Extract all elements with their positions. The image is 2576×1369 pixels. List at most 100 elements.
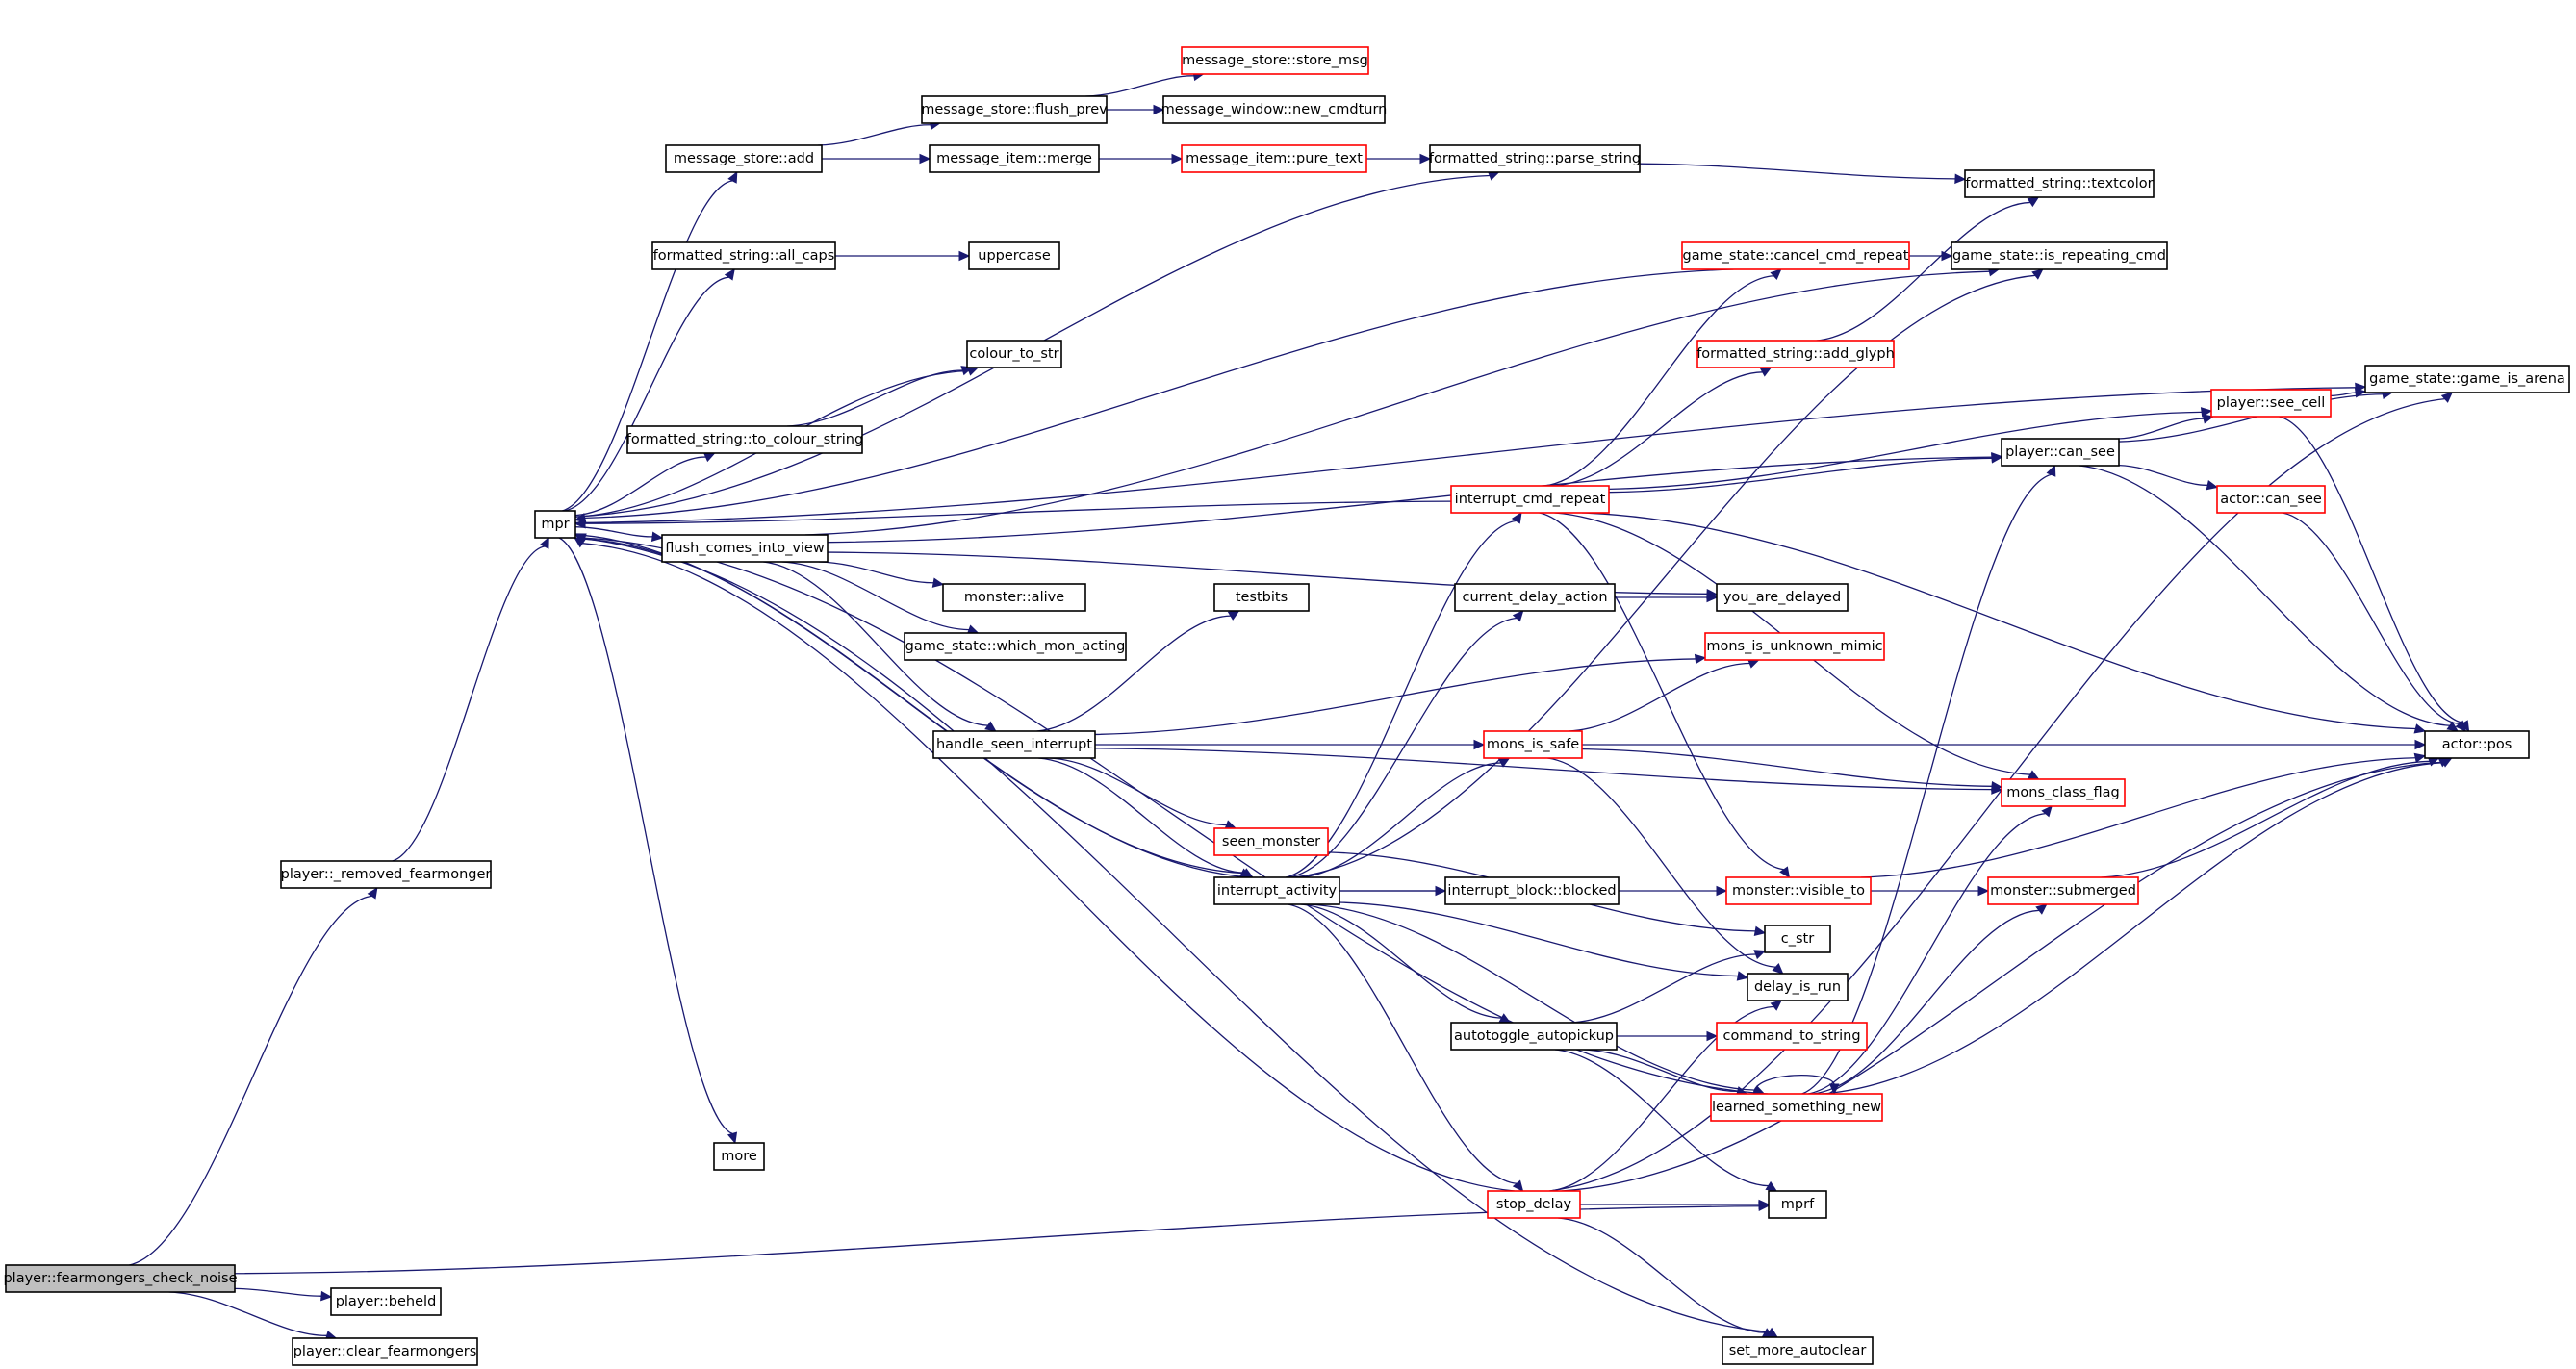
node-box <box>280 860 492 889</box>
edge-interrupt-activity-to-game-state-is-repeating-cmd <box>1293 268 2044 878</box>
arrowhead-icon <box>1779 866 1791 879</box>
node-formatted-string-add-glyph[interactable]: formatted_string::add_glyph <box>1696 340 1895 368</box>
edge-flush-comes-into-view-to-game-state-is-repeating-cmd <box>804 266 2001 536</box>
node-command-to-string[interactable]: command_to_string <box>1716 1022 1868 1051</box>
edge-autotoggle-autopickup-to-c-str <box>1569 950 1767 1024</box>
arrowhead-icon <box>1765 1180 1778 1192</box>
node-player-can-see[interactable]: player::can_see <box>2001 438 2120 467</box>
node-current-delay-action[interactable]: current_delay_action <box>1454 583 1616 612</box>
edge-line <box>818 561 934 584</box>
node-fearmongers-check-noise[interactable]: player::fearmongers_check_noise <box>3 1264 238 1293</box>
node-c-str[interactable]: c_str <box>1764 925 1831 953</box>
node-message-item-pure-text[interactable]: message_item::pure_text <box>1181 144 1367 173</box>
edge-formatted-string-to-colour-string-to-colour-to-str <box>787 366 974 427</box>
node-message-store-store-msg[interactable]: message_store::store_msg <box>1181 46 1369 75</box>
edge-interrupt-activity-to-autotoggle-autopickup <box>1300 903 1512 1024</box>
edge-player-see-cell-to-actor-pos <box>2279 416 2470 733</box>
node-game-state-game-is-arena[interactable]: game_state::game_is_arena <box>2364 365 2570 393</box>
node-colour-to-str[interactable]: colour_to_str <box>966 340 1062 368</box>
node-flush-comes-into-view[interactable]: flush_comes_into_view <box>661 534 829 563</box>
node-label: mons_class_flag <box>2006 785 2119 800</box>
node-box <box>1181 144 1367 173</box>
node-more[interactable]: more <box>713 1142 765 1171</box>
node-actor-pos[interactable]: actor::pos <box>2424 730 2530 759</box>
node-monster-visible-to[interactable]: monster::visible_to <box>1725 876 1872 905</box>
edge-mons-is-safe-to-mons-is-unknown-mimic <box>1569 658 1760 732</box>
arrowhead-icon <box>2413 752 2427 764</box>
arrowhead-icon <box>650 531 664 542</box>
node-learned-something-new[interactable]: learned_something_new <box>1710 1093 1883 1122</box>
edge-learned-something-new-to-mpr <box>574 533 1769 1095</box>
node-label: autotoggle_autopickup <box>1454 1028 1614 1044</box>
node-label: mons_is_unknown_mimic <box>1706 639 1882 654</box>
node-mons-is-safe[interactable]: mons_is_safe <box>1483 730 1583 759</box>
node-label: more <box>721 1149 757 1164</box>
edge-interrupt-activity-to-current-delay-action <box>1288 610 1524 878</box>
node-delay-is-run[interactable]: delay_is_run <box>1747 973 1849 1001</box>
node-interrupt-block-blocked[interactable]: interrupt_block::blocked <box>1444 876 1620 905</box>
node-player-see-cell[interactable]: player::see_cell <box>2210 389 2332 418</box>
node-uppercase[interactable]: uppercase <box>968 241 1060 270</box>
node-set-more-autoclear[interactable]: set_more_autoclear <box>1722 1336 1874 1365</box>
edge-interrupt-cmd-repeat-to-monster-visible-to <box>1539 512 1791 879</box>
node-message-store-add[interactable]: message_store::add <box>665 144 823 173</box>
node-seen-monster[interactable]: seen_monster <box>1213 827 1329 856</box>
node-message-item-merge[interactable]: message_item::merge <box>929 144 1100 173</box>
edge-mons-is-safe-to-actor-pos <box>1582 739 2427 750</box>
edge-player-can-see-to-actor-can-see <box>2118 464 2219 491</box>
node-box <box>1722 1336 1874 1365</box>
node-mpr[interactable]: mpr <box>534 510 576 539</box>
edge-autotoggle-autopickup-to-command-to-string <box>1617 1030 1719 1042</box>
node-formatted-string-to-colour-string[interactable]: formatted_string::to_colour_string <box>626 425 863 454</box>
node-formatted-string-parse-string[interactable]: formatted_string::parse_string <box>1429 144 1641 173</box>
node-box <box>921 95 1108 124</box>
edge-line <box>1539 512 1784 871</box>
arrowhead-icon <box>2027 770 2040 780</box>
arrowhead-icon <box>1758 1199 1771 1210</box>
node-testbits[interactable]: testbits <box>1213 583 1310 612</box>
node-message-store-flush-prev[interactable]: message_store::flush_prev <box>921 95 1108 124</box>
arrowhead-icon <box>539 536 549 549</box>
node-interrupt-activity[interactable]: interrupt_activity <box>1213 876 1340 905</box>
node-box <box>1710 1093 1883 1122</box>
node-label: actor::can_see <box>2220 492 2322 507</box>
node-autotoggle-autopickup[interactable]: autotoggle_autopickup <box>1450 1022 1618 1051</box>
node-box <box>1681 241 1910 270</box>
node-stop-delay[interactable]: stop_delay <box>1487 1190 1581 1219</box>
node-message-window-new-cmdturn[interactable]: message_window::new_cmdturn <box>1161 95 1388 124</box>
node-box <box>1764 925 1831 953</box>
node-beheld[interactable]: player::beheld <box>330 1287 442 1316</box>
edge-line <box>582 543 1515 1192</box>
node-box <box>1162 95 1386 124</box>
node-interrupt-cmd-repeat[interactable]: interrupt_cmd_repeat <box>1450 485 1610 514</box>
node-game-state-cancel-cmd-repeat[interactable]: game_state::cancel_cmd_repeat <box>1681 241 1910 270</box>
edge-monster-visible-to-to-monster-submerged <box>1871 885 1990 897</box>
arrowhead-icon <box>2035 903 2048 915</box>
node-mons-class-flag[interactable]: mons_class_flag <box>2001 778 2126 807</box>
node-box <box>1716 583 1849 612</box>
node-monster-submerged[interactable]: monster::submerged <box>1987 876 2139 905</box>
node-you-are-delayed[interactable]: you_are_delayed <box>1716 583 1849 612</box>
arrowhead-icon <box>702 452 716 463</box>
edge-flush-comes-into-view-to-player-can-see <box>827 451 2003 544</box>
node-formatted-string-all-caps[interactable]: formatted_string::all_caps <box>651 241 836 270</box>
node-removed-fearmonger[interactable]: player::_removed_fearmonger <box>280 860 492 889</box>
edge-removed-fearmonger-to-mpr <box>392 536 549 862</box>
node-box <box>1951 241 2168 270</box>
node-formatted-string-textcolor[interactable]: formatted_string::textcolor <box>1964 169 2155 198</box>
node-mons-is-unknown-mimic[interactable]: mons_is_unknown_mimic <box>1704 632 1885 661</box>
edge-line <box>1547 757 1776 968</box>
node-clear-fearmongers[interactable]: player::clear_fearmongers <box>292 1337 478 1366</box>
node-actor-can-see[interactable]: actor::can_see <box>2216 485 2326 514</box>
node-box <box>1747 973 1849 1001</box>
edge-message-item-merge-to-message-item-pure-text <box>1099 153 1184 165</box>
node-monster-alive[interactable]: monster::alive <box>942 583 1086 612</box>
node-label: colour_to_str <box>969 346 1058 362</box>
node-game-state-which-mon-acting[interactable]: game_state::which_mon_acting <box>904 632 1127 661</box>
node-game-state-is-repeating-cmd[interactable]: game_state::is_repeating_cmd <box>1951 241 2168 270</box>
node-label: c_str <box>1781 931 1814 947</box>
node-handle-seen-interrupt[interactable]: handle_seen_interrupt <box>932 730 1096 759</box>
node-box <box>2424 730 2530 759</box>
node-mprf[interactable]: mprf <box>1768 1190 1827 1219</box>
edge-interrupt-activity-to-interrupt-cmd-repeat <box>1285 511 1522 878</box>
